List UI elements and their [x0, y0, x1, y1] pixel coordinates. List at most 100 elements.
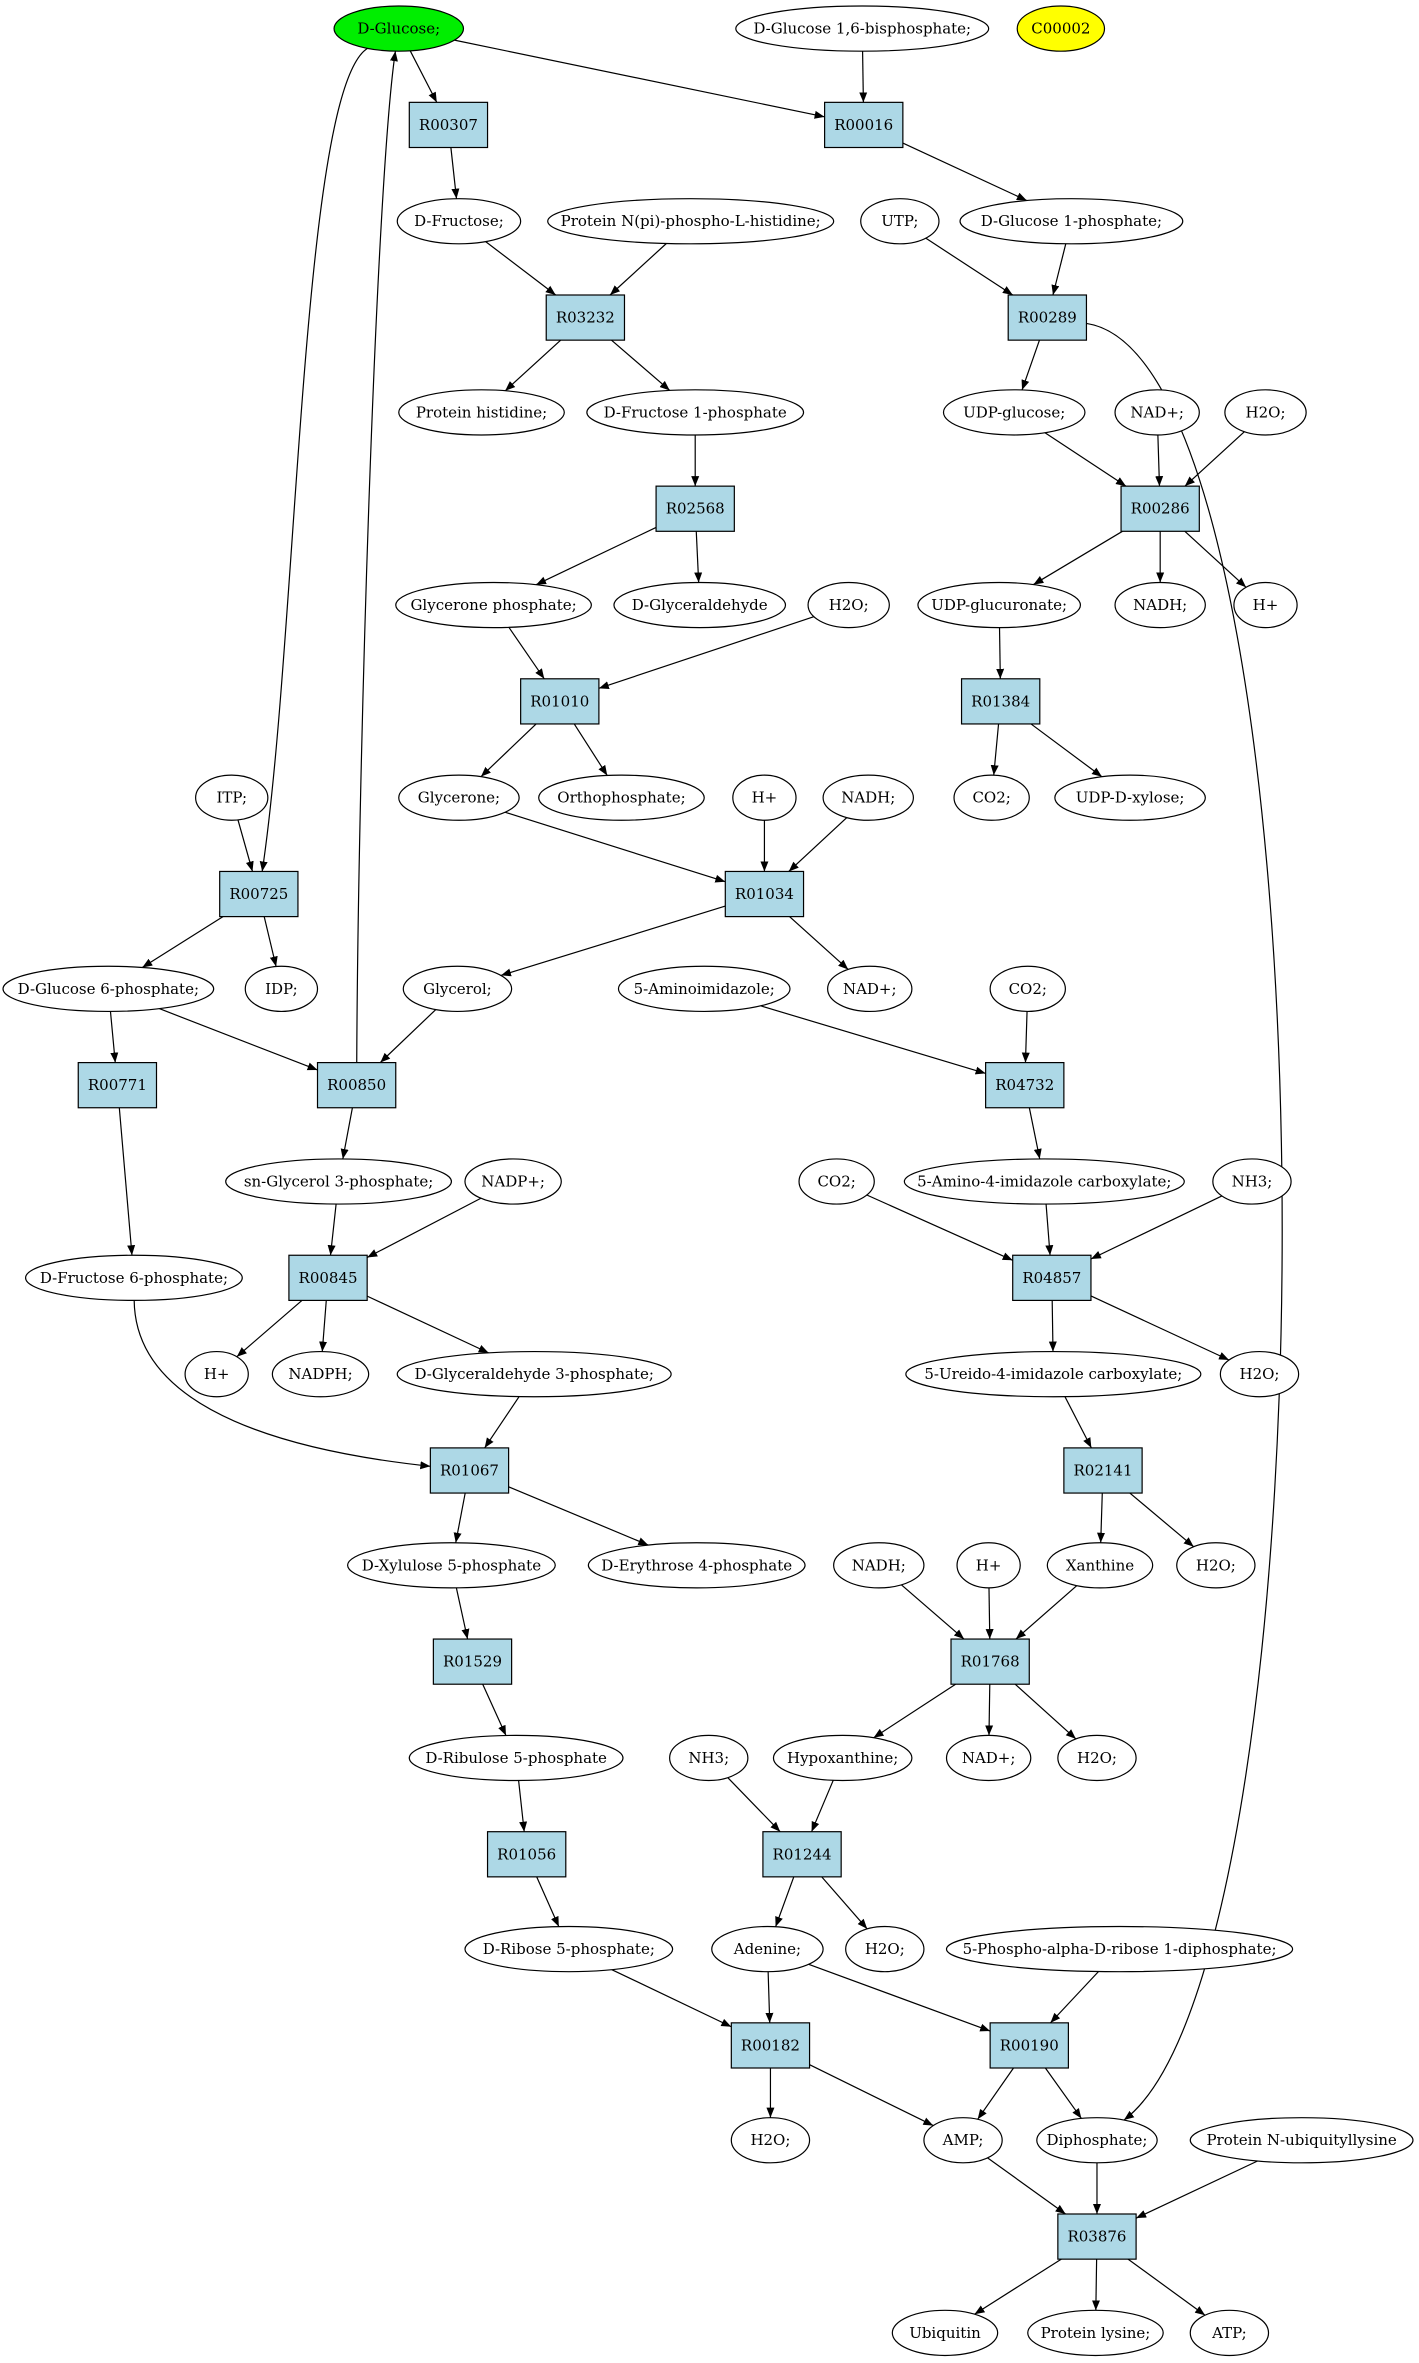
compound-label: D-Ribulose 5-phosphate [425, 1749, 607, 1767]
edge-line [760, 1005, 986, 1075]
edge-R04857-to-h2o3 [1090, 1295, 1230, 1361]
compound-ellipse [24, 1254, 243, 1302]
compound-ellipse [891, 2309, 999, 2357]
compound-node-hplus4: H+ [956, 1542, 1021, 1589]
reaction-node-R03876: R03876 [1057, 2213, 1137, 2260]
compound-node-f6p: D-Fructose 6-phosphate; [24, 1254, 243, 1302]
compound-node-itp: ITP; [195, 774, 269, 821]
reaction-node-R00190: R00190 [989, 2022, 1069, 2069]
reaction-box [1063, 1447, 1143, 1494]
edge-line [1090, 1195, 1223, 1260]
reaction-box [432, 1638, 513, 1685]
edge-line [821, 1876, 868, 1930]
compound-label: Protein lysine; [1041, 2324, 1151, 2342]
compound-ellipse [833, 1542, 925, 1589]
reaction-box [288, 1254, 368, 1302]
compound-node-g1p: D-Glucose 1-phosphate; [959, 198, 1184, 245]
compound-node-ubilys: Protein N-ubiquityllysine [1189, 2117, 1414, 2164]
edge-glc-to-R00307 [409, 50, 438, 103]
reaction-node-R00016: R00016 [824, 101, 904, 149]
edge-aminoimid-to-R04732 [760, 1005, 986, 1075]
compound-node-aminoimid: 5-Aminoimidazole; [617, 965, 791, 1013]
edge-line [1090, 1295, 1230, 1361]
edge-nadh3-to-R01768 [900, 1584, 965, 1640]
compound-ellipse [225, 1158, 453, 1205]
reaction-box [960, 678, 1041, 725]
compound-ellipse [547, 198, 835, 245]
edge-line [133, 1300, 431, 1470]
reaction-box [730, 2022, 811, 2069]
edge-sng3p-to-R00845 [327, 1204, 337, 1256]
compound-node-prothis: Protein histidine; [398, 389, 565, 436]
edge-nadh2-to-R01034 [788, 817, 848, 872]
reaction-box [1012, 1254, 1092, 1302]
edge-R02141-to-h2o4 [1129, 1492, 1195, 1548]
edge-line [1048, 1300, 1057, 1352]
edge-line [480, 723, 537, 778]
reaction-node-R00289: R00289 [1007, 294, 1088, 341]
edge-nh3b-to-R01244 [727, 1777, 781, 1833]
compound-label: CO2; [1009, 980, 1047, 998]
compound-label: Hypoxanthine; [787, 1749, 898, 1767]
compound-label: H+ [976, 1556, 1002, 1574]
compound-node-glyp: Glycerone phosphate; [395, 581, 592, 629]
edge-R00850-to-glc [356, 51, 398, 1063]
compound-label: Adenine; [733, 1940, 801, 1958]
compound-node-hypox: Hypoxanthine; [772, 1734, 913, 1782]
edge-R01034-to-nadp2 [789, 916, 849, 970]
reaction-node-R04857: R04857 [1012, 1254, 1092, 1302]
reaction-label: R01067 [440, 1461, 499, 1479]
edge-r5p-to-R00182 [611, 1969, 732, 2028]
edge-line [379, 1009, 437, 1064]
edge-R01384-to-co2a [990, 723, 1000, 776]
reaction-node-R00182: R00182 [730, 2022, 811, 2069]
edge-nh3a-to-R04857 [1090, 1195, 1223, 1260]
edge-line [1033, 530, 1123, 586]
edge-fru-to-R03232 [485, 241, 557, 296]
edge-line [263, 916, 278, 967]
reaction-node-R00850: R00850 [316, 1061, 397, 1109]
edge-R01010-to-glycerone [480, 723, 537, 778]
compound-ellipse [464, 1158, 562, 1205]
edge-nadp1-to-R00286 [1155, 434, 1164, 487]
compound-label: H+ [1253, 596, 1279, 614]
edge-line [409, 50, 438, 103]
edge-R00725-to-g6p [141, 916, 224, 968]
compound-node-xu5p: D-Xylulose 5-phosphate [347, 1542, 556, 1589]
compound-label: NAD+; [962, 1749, 1016, 1767]
edge-ubilys-to-R03876 [1135, 2160, 1258, 2219]
compound-ellipse [917, 581, 1082, 629]
edge-g1p-to-R00289 [1051, 243, 1067, 296]
reaction-label: R03876 [1067, 2228, 1126, 2246]
compound-node-co2c: CO2; [798, 1158, 875, 1205]
compound-ellipse [735, 5, 990, 52]
edge-R01768-to-hypox [873, 1683, 956, 1739]
compound-ellipse [905, 1350, 1202, 1398]
edge-R00845-to-ga3p [366, 1295, 489, 1354]
edge-line [508, 1486, 649, 1546]
edge-line [1051, 243, 1067, 296]
edge-line [902, 142, 1028, 202]
compound-label: D-Glyceraldehyde [632, 596, 768, 614]
reaction-box [545, 294, 626, 341]
edge-line [535, 526, 657, 586]
compound-ellipse [396, 1350, 672, 1398]
reaction-label: R04857 [1022, 1269, 1081, 1287]
edge-glc-to-R00725 [259, 47, 368, 872]
compound-node-ru5p: D-Ribulose 5-phosphate [408, 1734, 624, 1782]
compound-ellipse [798, 1158, 875, 1205]
compound-node-co2a: CO2; [953, 774, 1030, 821]
compound-ellipse [1176, 1542, 1256, 1589]
compound-ellipse [333, 5, 465, 52]
compound-node-diphos: Diphosphate; [1036, 2117, 1158, 2164]
reaction-node-R00725: R00725 [219, 870, 299, 918]
compound-label: D-Glucose 6-phosphate; [18, 980, 199, 998]
compound-node-fru: D-Fructose; [396, 198, 522, 245]
compound-ellipse [711, 1925, 824, 1973]
reaction-box [486, 1831, 567, 1878]
edge-itp-to-R00725 [237, 819, 254, 872]
compound-label: NADH; [1133, 596, 1187, 614]
compound-label: Glycerone; [418, 789, 500, 807]
compound-label: NAD+; [843, 980, 897, 998]
reaction-label: R01010 [530, 692, 589, 710]
